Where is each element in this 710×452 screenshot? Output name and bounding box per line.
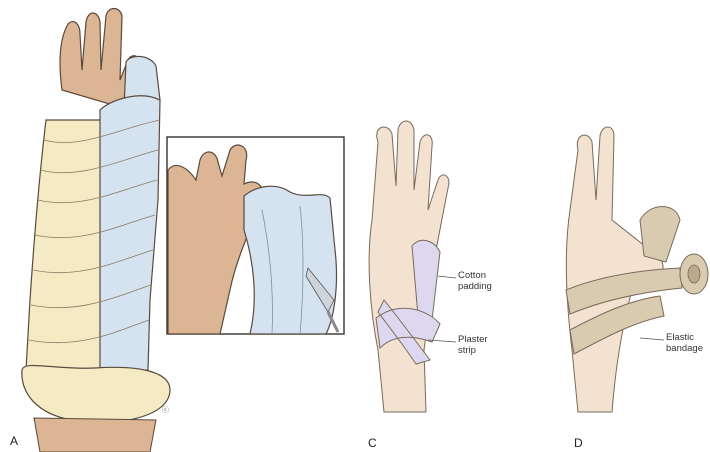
elastic-bandage-label: Elastic bandage xyxy=(666,332,703,354)
plaster-strip-label: Plaster strip xyxy=(458,334,488,356)
panel-c-illustration xyxy=(369,121,456,412)
panel-a-forearm xyxy=(34,418,156,452)
panel-d-thumb-wrap xyxy=(640,207,680,263)
panel-a-plaster-slab xyxy=(100,96,160,375)
panel-a-inset xyxy=(167,137,344,334)
panel-a-letter: A xyxy=(10,434,18,448)
cotton-padding-label: Cotton padding xyxy=(458,270,492,292)
panel-d-letter: D xyxy=(574,436,583,450)
panel-d-illustration xyxy=(566,127,708,412)
inset-plaster xyxy=(244,186,337,334)
panel-a-padding-cuff xyxy=(22,365,170,422)
panel-a-illustration xyxy=(22,9,170,452)
panel-a-artist-mark: ⓒ xyxy=(162,406,169,414)
panel-d-hand xyxy=(566,127,663,412)
panel-c-letter: C xyxy=(368,436,377,450)
